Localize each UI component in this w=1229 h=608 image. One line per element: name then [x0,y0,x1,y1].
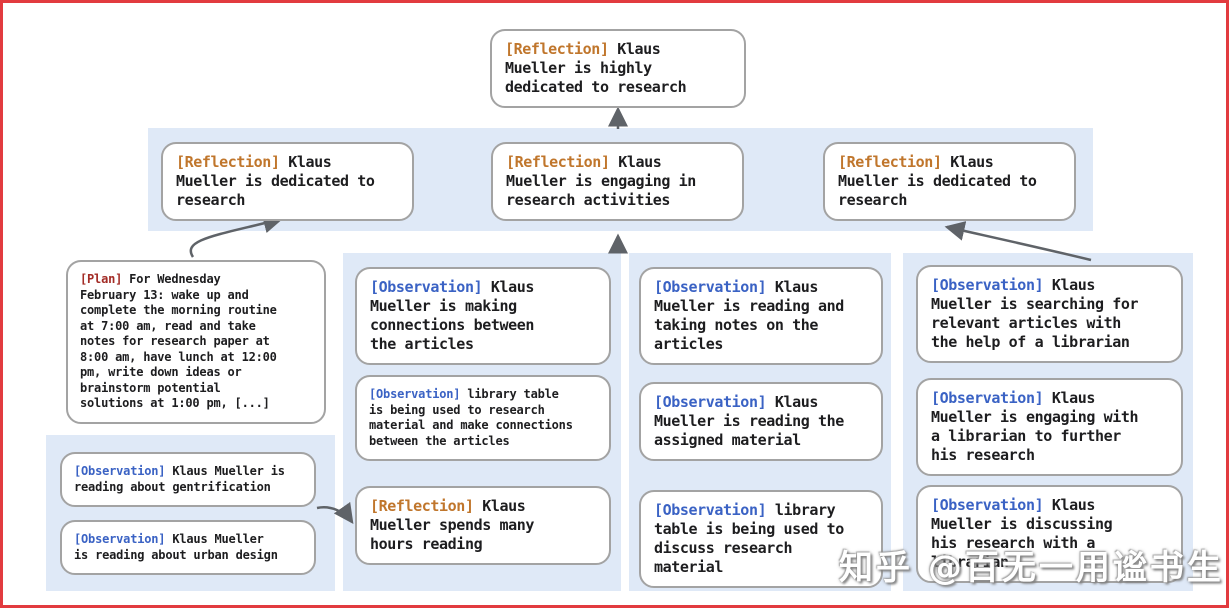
node-text: Klaus Mueller is highly dedicated to res… [505,40,687,96]
memory-node-observation-assigned-material: [Observation] Klaus Mueller is reading t… [639,382,883,461]
node-text: Klaus Mueller is discussing his research… [931,496,1113,571]
node-text: Klaus Mueller is making connections betw… [370,278,534,353]
reflection-tag: [Reflection] [370,497,474,515]
memory-node-reflection-top: [Reflection] Klaus Mueller is highly ded… [490,29,746,108]
reflection-tag: [Reflection] [505,40,609,58]
reflection-tag: [Reflection] [176,153,280,171]
memory-node-reflection-right: [Reflection] Klaus Mueller is dedicated … [823,142,1076,221]
observation-tag: [Observation] [370,278,483,296]
node-text: library table is being used to discuss r… [654,501,844,576]
watermark-site: 知乎 [839,548,928,588]
node-text: Klaus Mueller spends many hours reading [370,497,534,553]
reflection-tag: [Reflection] [506,153,610,171]
memory-node-observation-engaging-librarian: [Observation] Klaus Mueller is engaging … [916,378,1183,476]
observation-tag: [Observation] [74,464,166,478]
node-text: library table is being used to research … [369,387,573,448]
node-text: Klaus Mueller is searching for relevant … [931,276,1139,351]
memory-node-observation-connections: [Observation] Klaus Mueller is making co… [355,267,611,365]
observation-tag: [Observation] [931,389,1044,407]
node-text: Klaus Mueller is reading about gentrific… [74,464,285,494]
memory-node-observation-discussing-research: [Observation] Klaus Mueller is discussin… [916,485,1183,583]
memory-node-observation-library-discuss: [Observation] library table is being use… [639,490,883,588]
node-text: Klaus Mueller is reading about urban des… [74,532,278,562]
memory-node-reflection-middle: [Reflection] Klaus Mueller is engaging i… [491,142,744,221]
reflection-tag: [Reflection] [838,153,942,171]
observation-tag: [Observation] [74,532,166,546]
observation-tag: [Observation] [654,393,767,411]
node-text: Klaus Mueller is reading the assigned ma… [654,393,844,449]
memory-node-observation-gentrification: [Observation] Klaus Mueller is reading a… [60,452,316,507]
zhihu-watermark: 知乎 @百无一用谧书生 [839,540,1224,589]
observation-tag: [Observation] [369,387,461,401]
memory-node-reflection-left: [Reflection] Klaus Mueller is dedicated … [161,142,414,221]
node-text: Klaus Mueller is dedicated to research [176,153,375,209]
observation-tag: [Observation] [654,501,767,519]
memory-node-plan: [Plan] For Wednesday February 13: wake u… [66,260,326,424]
watermark-author: @百无一用谧书生 [927,548,1224,588]
memory-node-observation-searching-articles: [Observation] Klaus Mueller is searching… [916,265,1183,363]
node-text: For Wednesday February 13: wake up and c… [80,272,277,410]
observation-tag: [Observation] [654,278,767,296]
node-text: Klaus Mueller is engaging in research ac… [506,153,696,209]
node-text: Klaus Mueller is reading and taking note… [654,278,844,353]
memory-node-observation-urban-design: [Observation] Klaus Mueller is reading a… [60,520,316,575]
observation-tag: [Observation] [931,496,1044,514]
node-text: Klaus Mueller is engaging with a librari… [931,389,1139,464]
memory-node-observation-library-research: [Observation] library table is being use… [355,375,611,461]
observation-tag: [Observation] [931,276,1044,294]
node-text: Klaus Mueller is dedicated to research [838,153,1037,209]
memory-node-reflection-hours-reading: [Reflection] Klaus Mueller spends many h… [355,486,611,565]
memory-node-observation-taking-notes: [Observation] Klaus Mueller is reading a… [639,267,883,365]
plan-tag: [Plan] [80,272,123,286]
